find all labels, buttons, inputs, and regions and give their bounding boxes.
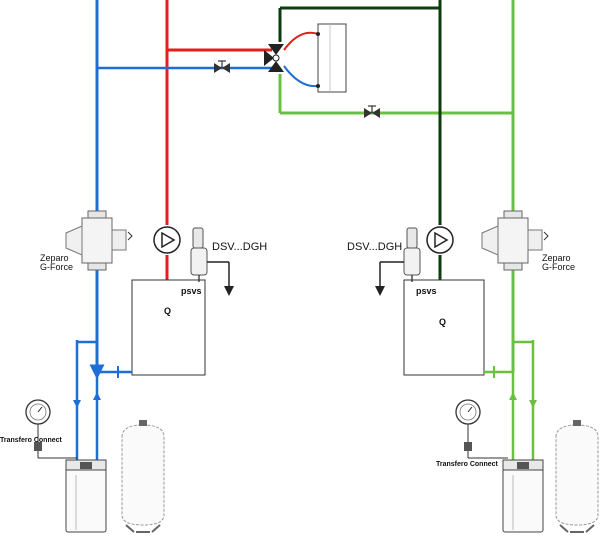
expansion-vessel-icon	[555, 420, 599, 533]
right-heat-exchanger	[403, 279, 485, 376]
right-heater-label: Q	[439, 317, 447, 327]
expansion-vessel-icon	[121, 420, 165, 533]
right-separator-label-line1: Zeparo	[542, 253, 571, 263]
top-unit	[264, 6, 513, 118]
three-way-valve-icon	[264, 44, 284, 72]
pump-icon	[153, 226, 181, 254]
right-separator-label: Zeparo G-Force	[542, 253, 576, 273]
right-circuit	[375, 0, 599, 533]
left-heater-label: Q	[164, 306, 172, 316]
balancing-valve-icon	[364, 105, 380, 118]
transfero-unit	[502, 459, 544, 533]
right-sensor-label: psvs	[416, 286, 437, 296]
left-expansion-label: Transfero Connect	[0, 437, 62, 444]
left-circuit	[25, 0, 272, 533]
left-valve-label: DSV...DGH	[212, 241, 268, 253]
left-separator-label-line2: G-Force	[40, 262, 74, 273]
air-separator-icon	[65, 210, 133, 271]
left-separator-label-line1: Zeparo	[40, 253, 69, 263]
air-separator-icon	[481, 210, 549, 271]
pressure-gauge-icon	[455, 399, 508, 459]
left-heat-exchanger	[131, 279, 206, 376]
safety-valve-icon	[190, 227, 234, 296]
right-expansion-label: Transfero Connect	[436, 461, 498, 468]
left-separator-label: Zeparo G-Force	[40, 253, 74, 273]
left-sensor-label: psvs	[181, 286, 202, 296]
balancing-valve-icon	[214, 60, 230, 73]
safety-valve-icon	[375, 227, 421, 296]
terminal-unit	[317, 23, 347, 93]
transfero-unit	[65, 459, 107, 533]
pump-icon	[426, 226, 454, 254]
right-valve-label: DSV...DGH	[347, 241, 403, 253]
right-separator-label-line2: G-Force	[542, 262, 576, 273]
pressure-gauge-icon	[25, 399, 77, 459]
